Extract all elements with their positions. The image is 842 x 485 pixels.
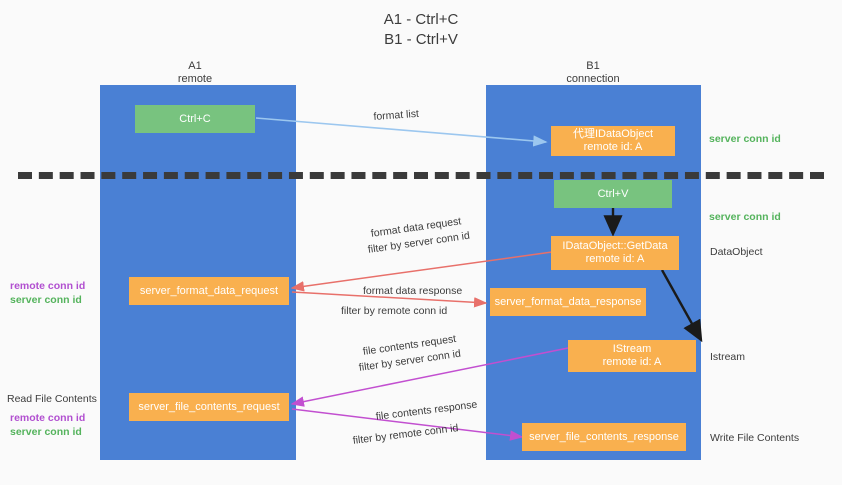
node-istream-line2: remote id: A: [602, 356, 662, 368]
right-label-istream: Istream: [710, 351, 746, 363]
node-server-format-data-request-label: server_format_data_request: [139, 284, 279, 297]
filter-prefix-3: filter by: [358, 356, 397, 374]
right-label-server-conn-id-1: server conn id: [709, 133, 781, 145]
node-idataobject-getdata-line2: remote id: A: [585, 253, 645, 265]
node-server-file-contents-request-label: server_file_contents_request: [138, 400, 280, 413]
left-label-remote-conn-id-1: remote conn id: [10, 280, 86, 292]
column-b1-name: B1: [586, 60, 600, 72]
column-header-a1: A1 remote: [95, 60, 295, 86]
filter-key-remote-conn-id-2: remote conn id: [388, 422, 460, 443]
edge-label-format-data-response-filter: filter by remote conn id: [341, 304, 447, 318]
right-label-write-file-contents: Write File Contents: [710, 432, 800, 444]
column-b1-sub: connection: [566, 73, 620, 85]
title-line-1: A1 - Ctrl+C: [383, 11, 459, 28]
node-server-format-data-request[interactable]: server_format_data_request: [129, 277, 289, 305]
node-istream[interactable]: IStream remote id: A: [568, 340, 696, 372]
column-header-b1: B1 connection: [493, 60, 693, 86]
node-server-format-data-response-label: server_format_data_response: [494, 295, 642, 308]
right-label-server-conn-id-2: server conn id: [709, 211, 781, 223]
node-ctrl-v-label: Ctrl+V: [597, 187, 629, 200]
edge-label-format-list: format list: [373, 107, 420, 123]
node-server-file-contents-response[interactable]: server_file_contents_response: [522, 423, 686, 451]
diagram-title: A1 - Ctrl+C B1 - Ctrl+V: [0, 10, 842, 50]
node-ctrl-c-label: Ctrl+C: [179, 112, 211, 125]
node-ctrl-v[interactable]: Ctrl+V: [554, 180, 672, 208]
filter-prefix-2: filter by: [341, 305, 378, 317]
node-istream-line1: IStream: [612, 343, 652, 355]
node-proxy-idataobject-line2: remote id: A: [583, 141, 643, 153]
node-server-file-contents-response-label: server_file_contents_response: [529, 430, 679, 443]
phase-divider-dashed-line: [18, 172, 824, 179]
title-line-2: B1 - Ctrl+V: [384, 31, 458, 48]
filter-prefix-4: filter by: [352, 430, 391, 447]
node-server-format-data-response[interactable]: server_format_data_response: [490, 288, 646, 316]
left-label-server-conn-id-1: server conn id: [10, 294, 82, 306]
right-label-dataobject: DataObject: [710, 246, 763, 258]
node-idataobject-getdata-line1: IDataObject::GetData: [562, 240, 668, 252]
node-proxy-idataobject[interactable]: 代理IDataObject remote id: A: [551, 126, 675, 156]
column-a1-sub: remote: [177, 73, 213, 85]
column-a1-name: A1: [188, 60, 202, 72]
left-label-remote-conn-id-2: remote conn id: [10, 412, 86, 424]
left-label-read-file-contents: Read File Contents: [7, 393, 97, 405]
node-idataobject-getdata[interactable]: IDataObject::GetData remote id: A: [551, 236, 679, 270]
node-server-file-contents-request[interactable]: server_file_contents_request: [129, 393, 289, 421]
filter-prefix-1: filter by: [367, 238, 406, 256]
edge-label-file-contents-response: file contents response: [375, 398, 478, 423]
node-ctrl-c[interactable]: Ctrl+C: [135, 105, 255, 133]
filter-key-remote-conn-id-1: remote conn id: [377, 305, 448, 317]
edge-label-file-contents-response-filter: filter by remote conn id: [352, 421, 459, 448]
left-label-server-conn-id-2: server conn id: [10, 426, 82, 438]
node-proxy-idataobject-line1: 代理IDataObject: [572, 128, 654, 140]
edge-label-format-data-response: format data response: [363, 285, 463, 297]
